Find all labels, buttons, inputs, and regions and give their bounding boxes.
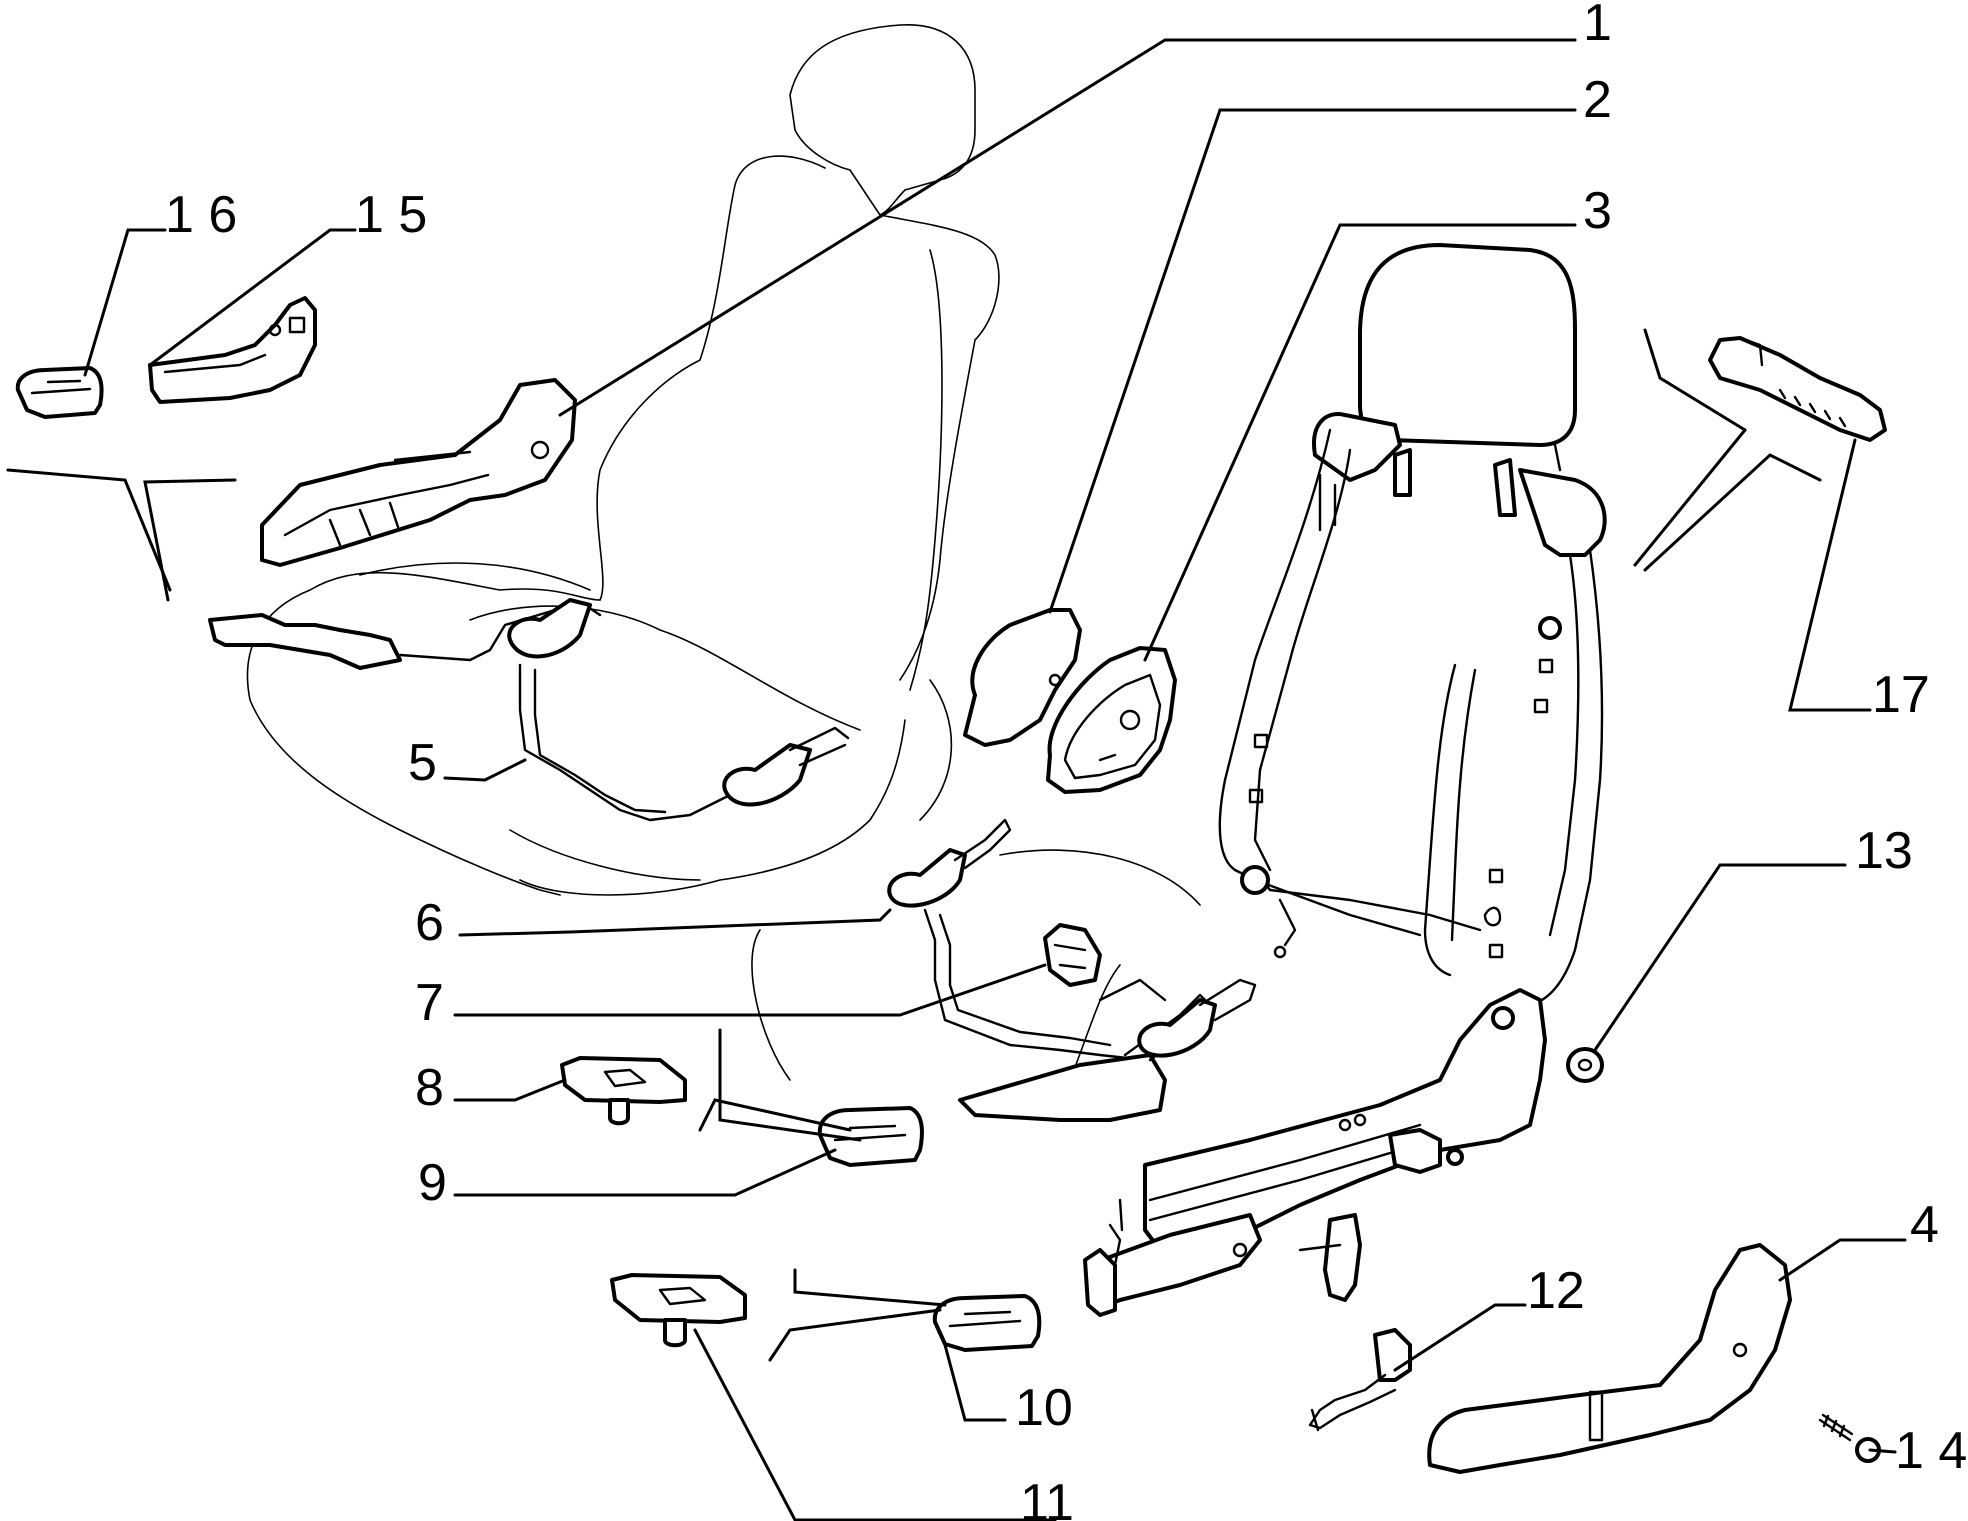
callout-4: 4 (1910, 1196, 1939, 1254)
part-5-front-rod (208, 598, 850, 822)
part-14-screw (1818, 1413, 1881, 1463)
ghost-seat-outline (246, 24, 1201, 1081)
callout-leaders (83, 38, 1907, 1521)
callout-3: 3 (1583, 182, 1612, 240)
callout-16: 1 6 (165, 186, 237, 244)
part-11-knob (610, 1273, 747, 1348)
part-9-handle (817, 1106, 924, 1167)
callout-10: 10 (1015, 1379, 1073, 1437)
callout-14: 1 4 (1895, 1422, 1967, 1480)
callout-2: 2 (1583, 71, 1612, 129)
callout-12: 12 (1527, 1262, 1585, 1320)
part-12-bracket (1308, 1328, 1412, 1432)
callout-15: 1 5 (355, 186, 427, 244)
callout-7: 7 (415, 974, 444, 1032)
callout-5: 5 (408, 734, 437, 792)
callout-1: 1 (1583, 0, 1612, 52)
group-brackets (6, 328, 1822, 1362)
part-3-hinge-cover (1046, 646, 1177, 794)
part-13-washer (1566, 1047, 1604, 1083)
callout-13: 13 (1855, 822, 1913, 880)
part-2-inner-cover (963, 608, 1082, 747)
seat-back-frame (1218, 243, 1607, 1007)
part-4-side-trim (1427, 1243, 1792, 1474)
callout-6: 6 (415, 894, 444, 952)
part-10-handle (932, 1294, 1042, 1352)
part-6-rear-rod (887, 818, 1257, 1122)
callout-9: 9 (418, 1154, 447, 1212)
part-16-small-handle (15, 366, 104, 419)
part-8-knob (560, 1056, 687, 1126)
callout-8: 8 (415, 1059, 444, 1117)
part-1-side-shield (260, 378, 577, 567)
callout-11: 11 (1020, 1474, 1074, 1521)
seat-runner-assembly (1083, 988, 1547, 1317)
callout-17: 17 (1872, 666, 1930, 724)
part-17-ratchet-lever (1708, 336, 1887, 442)
part-7-clip (1043, 923, 1102, 987)
callout-labels: 1 2 3 4 5 6 7 8 9 10 11 12 13 1 4 1 5 1 … (165, 0, 1967, 1521)
part-15-lever-cover (148, 296, 317, 404)
